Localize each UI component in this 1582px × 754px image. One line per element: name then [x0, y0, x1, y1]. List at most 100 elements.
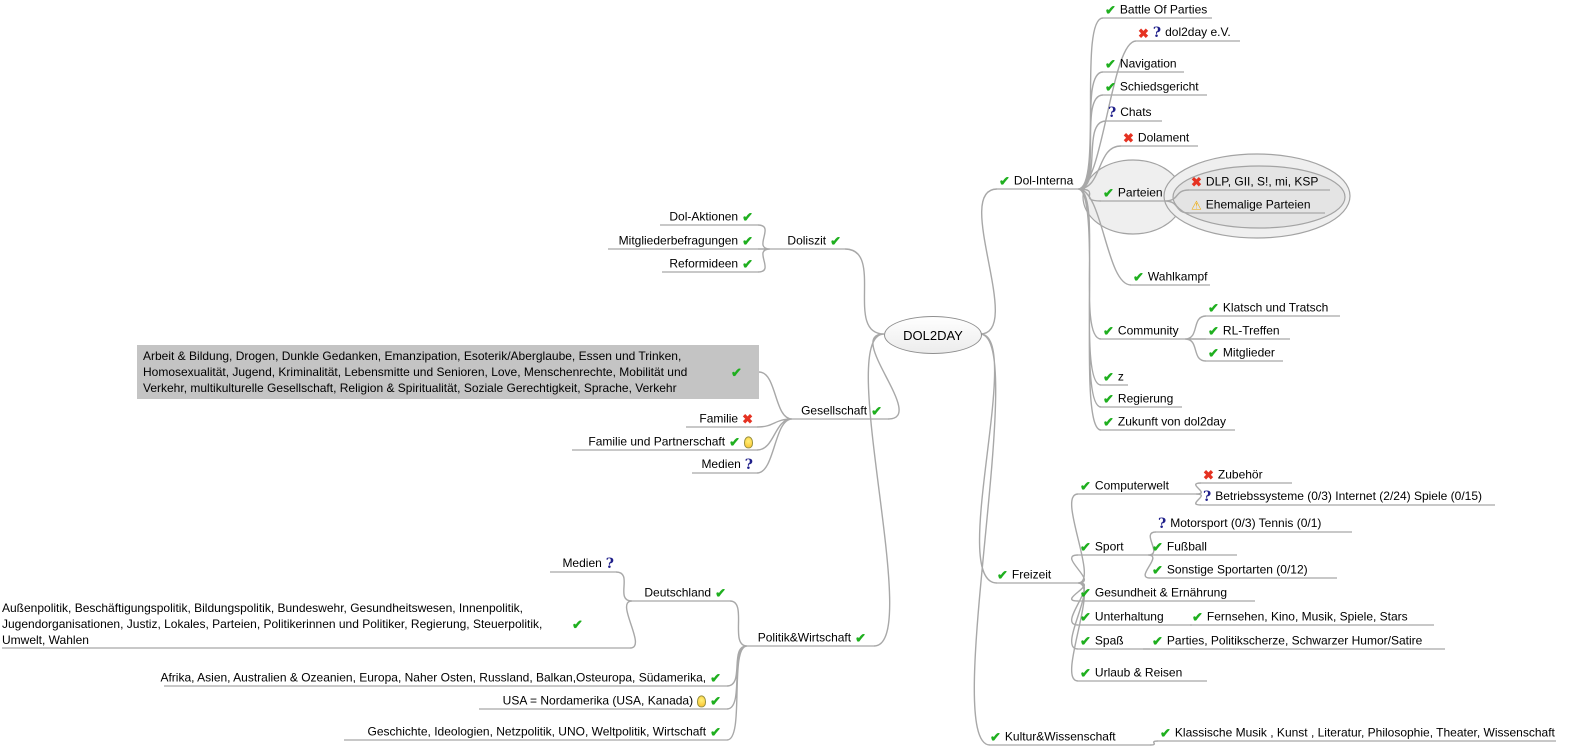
node-schiedsgericht[interactable]: ✔ Schiedsgericht — [1105, 79, 1199, 95]
cross-icon: ✖ — [1123, 130, 1134, 146]
node-politik-wirtschaft[interactable]: Politik&Wirtschaft ✔ — [757, 630, 866, 646]
node-klassische-musik[interactable]: ✔ Klassische Musik , Kunst , Literatur, … — [1160, 725, 1555, 741]
check-icon: ✔ — [1080, 609, 1091, 625]
node-medien-gesellschaft[interactable]: Medien ? — [701, 457, 753, 473]
node-gesellschaft[interactable]: Gesellschaft ✔ — [801, 403, 882, 419]
check-icon: ✔ — [742, 209, 753, 225]
node-community[interactable]: ✔ Community — [1103, 323, 1179, 339]
check-icon: ✔ — [710, 670, 721, 686]
check-icon: ✔ — [855, 630, 866, 646]
node-chats[interactable]: ? Chats — [1108, 105, 1152, 121]
node-spass[interactable]: ✔ Spaß — [1080, 633, 1124, 649]
check-icon: ✔ — [731, 364, 742, 380]
bulb-icon — [744, 436, 753, 448]
check-icon: ✔ — [871, 403, 882, 419]
node-mitgliederbefragungen[interactable]: Mitgliederbefragungen ✔ — [618, 233, 753, 249]
edge-root-branches — [844, 188, 998, 746]
node-rl-treffen[interactable]: ✔ RL-Treffen — [1208, 323, 1280, 339]
node-gesellschaft-themen[interactable]: Arbeit & Bildung, Drogen, Dunkle Gedanke… — [137, 345, 759, 399]
check-icon: ✔ — [1105, 56, 1116, 72]
node-usa-nordamerika[interactable]: USA = Nordamerika (USA, Kanada) ✔ — [502, 693, 721, 709]
node-dolament[interactable]: ✖ Dolament — [1123, 130, 1190, 146]
edge-dolinterna-children — [1077, 17, 1207, 431]
cross-icon: ✖ — [1203, 467, 1214, 483]
check-icon: ✔ — [1133, 269, 1144, 285]
node-dol-interna[interactable]: ✔ Dol-Interna — [999, 173, 1074, 189]
check-icon: ✔ — [742, 256, 753, 272]
edge-freizeit-children — [1070, 482, 1202, 746]
root-node[interactable]: DOL2DAY — [884, 316, 982, 354]
node-wahlkampf[interactable]: ✔ Wahlkampf — [1133, 269, 1208, 285]
node-familie-und-partnerschaft[interactable]: Familie und Partnerschaft ✔ — [586, 434, 755, 450]
node-freizeit[interactable]: ✔ Freizeit — [997, 567, 1052, 583]
node-familie[interactable]: Familie ✖ — [699, 411, 753, 427]
check-icon: ✔ — [1152, 562, 1163, 578]
node-sonstige-sportarten[interactable]: ✔ Sonstige Sportarten (0/12) — [1152, 562, 1308, 578]
check-icon: ✔ — [1080, 585, 1091, 601]
node-klatsch-und-tratsch[interactable]: ✔ Klatsch und Tratsch — [1208, 300, 1329, 316]
check-icon: ✔ — [1080, 478, 1091, 494]
node-unterhaltung[interactable]: ✔ Unterhaltung — [1080, 609, 1164, 625]
node-reformideen[interactable]: Reformideen ✔ — [669, 256, 753, 272]
node-mitglieder[interactable]: ✔ Mitglieder — [1208, 345, 1275, 361]
check-icon: ✔ — [1152, 539, 1163, 555]
node-zukunft-von-dol2day[interactable]: ✔ Zukunft von dol2day — [1103, 414, 1226, 430]
node-betriebssysteme[interactable]: ? Betriebssysteme (0/3) Internet (2/24) … — [1203, 489, 1482, 505]
node-fussball[interactable]: ✔ Fußball — [1152, 539, 1207, 555]
check-icon: ✔ — [715, 585, 726, 601]
cross-icon: ✖ — [1191, 174, 1202, 190]
node-kultur-wissenschaft[interactable]: ✔ Kultur&Wissenschaft — [990, 729, 1116, 745]
node-ehemalige-parteien[interactable]: ⚠ Ehemalige Parteien — [1191, 197, 1311, 212]
node-urlaub-reisen[interactable]: ✔ Urlaub & Reisen — [1080, 665, 1183, 681]
node-zubehoer[interactable]: ✖ Zubehör — [1203, 467, 1263, 483]
check-icon: ✔ — [997, 567, 1008, 583]
bulb-icon — [697, 695, 707, 707]
check-icon: ✔ — [1208, 300, 1219, 316]
warning-icon: ⚠ — [1191, 198, 1202, 212]
node-parteien[interactable]: ✔ Parteien — [1103, 185, 1163, 201]
question-icon: ? — [1158, 516, 1167, 532]
node-welt-regionen[interactable]: Afrika, Asien, Australien & Ozeanien, Eu… — [160, 670, 721, 686]
check-icon: ✔ — [1160, 725, 1171, 741]
node-deutschland-themen[interactable]: Außenpolitik, Beschäftigungspolitik, Bil… — [2, 601, 583, 647]
check-icon: ✔ — [1152, 633, 1163, 649]
connectors — [2, 17, 1556, 746]
node-z[interactable]: ✔ z — [1103, 369, 1124, 385]
node-gesundheit-ernaehrung[interactable]: ✔ Gesundheit & Ernährung — [1080, 585, 1227, 601]
node-fernsehen-kino-musik[interactable]: ✔ Fernsehen, Kino, Musik, Spiele, Stars — [1192, 609, 1408, 625]
question-icon: ? — [1108, 105, 1117, 121]
node-geschichte-themen[interactable]: Geschichte, Ideologien, Netzpolitik, UNO… — [367, 724, 721, 740]
check-icon: ✔ — [1103, 185, 1114, 201]
check-icon: ✔ — [710, 693, 721, 709]
parteien-cloud — [1082, 153, 1351, 239]
node-computerwelt[interactable]: ✔ Computerwelt — [1080, 478, 1169, 494]
node-regierung[interactable]: ✔ Regierung — [1103, 391, 1174, 407]
node-underlines — [2, 17, 1556, 746]
node-dol2day-ev[interactable]: ✖ ? dol2day e.V. — [1138, 25, 1231, 41]
check-icon: ✔ — [1103, 369, 1114, 385]
node-dlp-parties[interactable]: ✖ DLP, GII, S!, mi, KSP — [1191, 174, 1319, 190]
check-icon: ✔ — [1080, 633, 1091, 649]
edge-left-children — [615, 224, 793, 741]
check-icon: ✔ — [990, 729, 1001, 745]
check-icon: ✔ — [1105, 2, 1116, 18]
check-icon: ✔ — [1208, 345, 1219, 361]
check-icon: ✔ — [1208, 323, 1219, 339]
question-icon: ? — [605, 556, 614, 572]
node-dol-aktionen[interactable]: Dol-Aktionen ✔ — [669, 209, 753, 225]
question-icon: ? — [1203, 489, 1212, 505]
node-medien-deutschland[interactable]: Medien ? — [562, 556, 614, 572]
node-motorsport-tennis[interactable]: ? Motorsport (0/3) Tennis (0/1) — [1158, 516, 1322, 532]
check-icon: ✔ — [572, 616, 583, 632]
node-battle-of-parties[interactable]: ✔ Battle Of Parties — [1105, 2, 1208, 18]
check-icon: ✔ — [1103, 414, 1114, 430]
node-parties-politikscherze[interactable]: ✔ Parties, Politikscherze, Schwarzer Hum… — [1152, 633, 1423, 649]
node-sport[interactable]: ✔ Sport — [1080, 539, 1124, 555]
check-icon: ✔ — [1103, 323, 1114, 339]
node-deutschland[interactable]: Deutschland ✔ — [644, 585, 726, 601]
check-icon: ✔ — [729, 434, 740, 450]
node-navigation[interactable]: ✔ Navigation — [1105, 56, 1177, 72]
node-doliszit[interactable]: Doliszit ✔ — [787, 233, 841, 249]
check-icon: ✔ — [1105, 79, 1116, 95]
